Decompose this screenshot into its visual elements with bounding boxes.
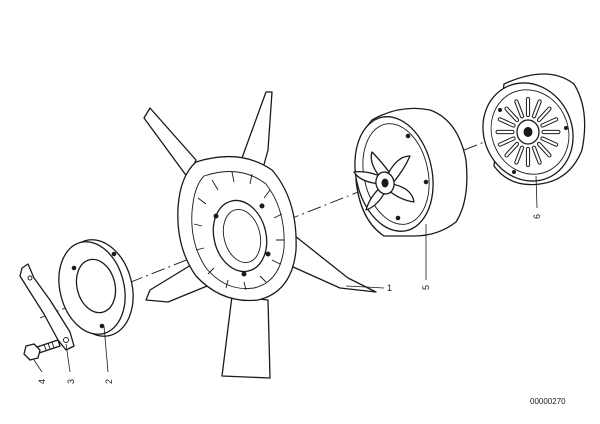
fan-clutch-slot-opening <box>541 118 558 127</box>
leader-line-fan <box>345 285 385 289</box>
callout-ring: 2 <box>104 379 114 384</box>
fan-clutch-face-rim <box>490 89 570 175</box>
fan-clutch-slot-opening <box>505 142 519 157</box>
fan-clutch-slot-opening <box>498 137 515 146</box>
callout-fan: 1 <box>387 283 392 293</box>
fan-cover-screw <box>395 215 401 221</box>
leader-line-bolt <box>33 359 43 373</box>
locking-bracket-hole <box>27 275 33 281</box>
fan-clutch-slot-opening <box>537 107 551 122</box>
hex-bolt-head <box>23 343 41 361</box>
fan-clutch-slot-opening <box>515 100 524 118</box>
fan-hub-ribs <box>193 171 284 291</box>
spacer-ring[interactable] <box>50 232 143 344</box>
spacer-ring-hole <box>71 265 77 271</box>
locking-bracket[interactable] <box>19 263 75 351</box>
spacer-ring-hole <box>99 323 105 329</box>
fan-clutch-slot-opening <box>541 137 558 146</box>
hex-bolt[interactable] <box>23 339 61 361</box>
fan-blade-upper-left <box>143 107 197 179</box>
fan-hub-flange <box>191 171 285 290</box>
fan-hub-hole <box>265 251 271 257</box>
fan-hub-hole <box>241 271 247 277</box>
fan-clutch-slot-opening <box>532 146 541 164</box>
fan-cover-impeller <box>353 151 415 211</box>
fan-clutch-slot-opening <box>515 146 524 164</box>
locking-bracket-hole <box>63 337 69 343</box>
fan-cover-screw <box>405 133 411 139</box>
fan-clutch[interactable] <box>467 68 588 195</box>
spacer-ring-hole <box>111 251 117 257</box>
leader-line-clutch <box>535 175 538 209</box>
fan-clutch-rivet <box>512 170 516 174</box>
fan-clutch-rivet <box>564 126 568 130</box>
fan-clutch-slot-opening <box>532 100 541 118</box>
fan-blade-lower <box>221 295 271 379</box>
fan-clutch-shaft <box>523 127 533 137</box>
fan-clutch-slots <box>495 96 561 168</box>
fan-clutch-slot-opening <box>505 107 519 122</box>
callout-clutch: 6 <box>532 214 542 219</box>
hex-bolt-thread <box>43 341 55 351</box>
fan-clutch-slot-opening <box>537 142 551 157</box>
callout-bolt: 4 <box>37 379 47 384</box>
leader-line-ring <box>103 325 109 373</box>
fan-clutch-rivet <box>498 108 502 112</box>
fan-clutch-slot-opening <box>498 118 515 127</box>
fan-hub-hole <box>213 213 219 219</box>
leader-line-bracket <box>65 343 71 373</box>
callout-cover: 5 <box>421 285 431 290</box>
fan-hub-bore-inner <box>222 208 262 264</box>
fan-assembly[interactable] <box>143 91 377 379</box>
diagram-reference-number: 00000270 <box>530 397 566 406</box>
spacer-ring-bore <box>75 258 117 314</box>
fan-cover-screw <box>423 179 429 185</box>
fan-cover[interactable] <box>345 107 468 238</box>
fan-hub-hole <box>259 203 265 209</box>
locking-bracket-plate <box>19 263 75 351</box>
callout-bracket: 3 <box>66 379 76 384</box>
